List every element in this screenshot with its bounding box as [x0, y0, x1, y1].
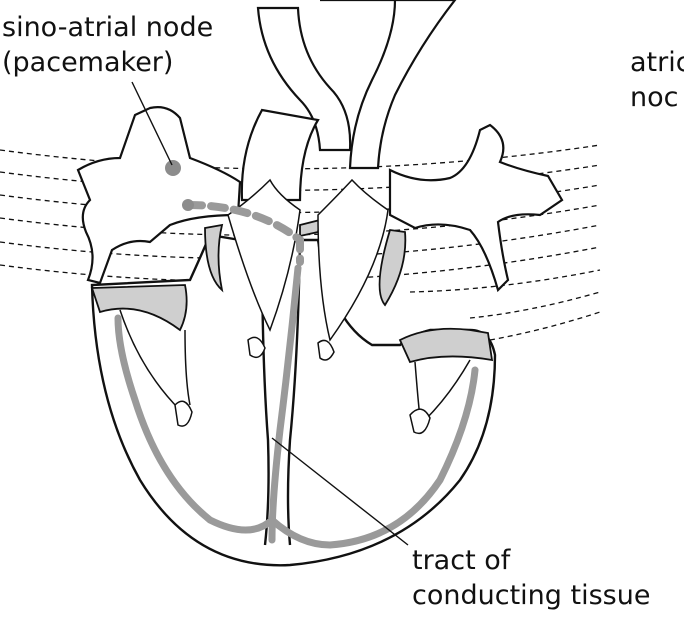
tract-label-line1: tract of	[412, 545, 510, 576]
valve-bar	[300, 220, 320, 236]
sa-node-label-line2: (pacemaker)	[2, 47, 173, 78]
left-atrium-outline	[390, 125, 562, 290]
wave-line-9	[490, 312, 600, 340]
sa-node-label-line1: sino-atrial node	[2, 12, 213, 43]
wave-line-8	[470, 292, 600, 318]
atrio-ventricular-node	[182, 199, 194, 211]
sino-atrial-node	[165, 160, 181, 176]
vessel-centre	[242, 110, 318, 200]
mitral-valve	[400, 329, 492, 362]
av-node-label-line1: atric	[630, 47, 684, 78]
aortic-valve-right	[380, 230, 406, 305]
great-vessels	[242, 0, 455, 200]
tract-label-line2: conducting tissue	[412, 580, 650, 611]
cusp-right	[318, 180, 388, 340]
av-node-label-line2: noc	[630, 82, 678, 113]
